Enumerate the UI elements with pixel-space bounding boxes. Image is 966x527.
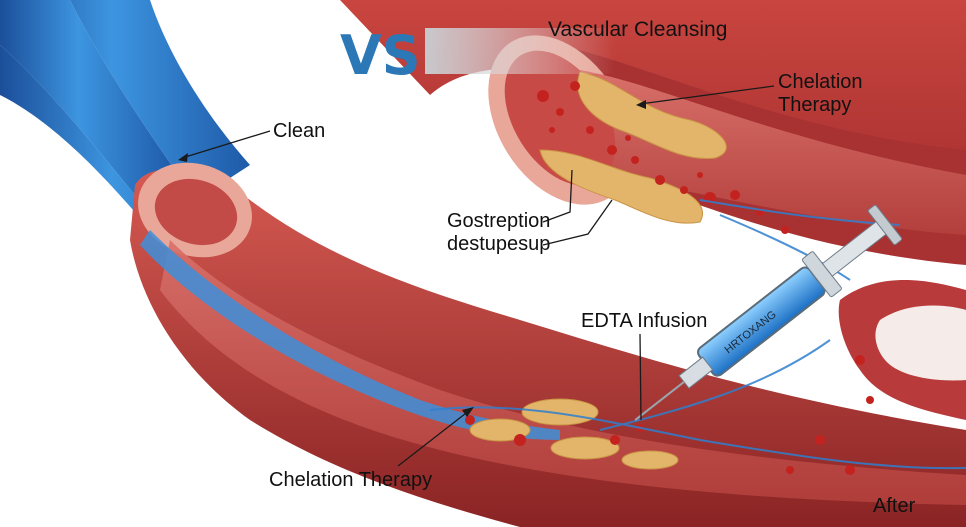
label-edta-infusion: EDTA Infusion: [581, 310, 707, 332]
top-vessel-clots: [537, 81, 789, 234]
title-vascular-cleansing: Vascular Cleansing: [548, 18, 727, 41]
lower-vessel-clots: [465, 355, 874, 475]
label-after: After: [873, 495, 916, 517]
leader-plaque-a: [542, 169, 573, 223]
label-chelation-bottom: Chelation Therapy: [269, 469, 432, 491]
flow-threads: [429, 199, 966, 470]
lower-vessel-plaque: [469, 398, 679, 470]
leader-chelation-top: [639, 85, 775, 105]
label-clean: Clean: [273, 120, 325, 142]
leader-plaque-b: [542, 199, 613, 246]
label-chelation-top-line2: Therapy: [778, 94, 851, 116]
leader-clean: [181, 130, 271, 159]
label-plaque-line2: destupesup: [447, 233, 550, 255]
edta-syringe: HRTOXANG: [634, 204, 903, 421]
leader-edta: [639, 333, 642, 421]
top-vessel-plaque: [539, 71, 727, 224]
vs-text: VS: [340, 24, 421, 87]
vs-banner: VS: [340, 24, 615, 87]
label-chelation-top-line1: Chelation: [778, 71, 863, 93]
leader-chelation-bottom: [397, 409, 471, 467]
label-plaque-line1: Gostreption: [447, 210, 550, 232]
right-branch-vessel: [838, 280, 966, 420]
